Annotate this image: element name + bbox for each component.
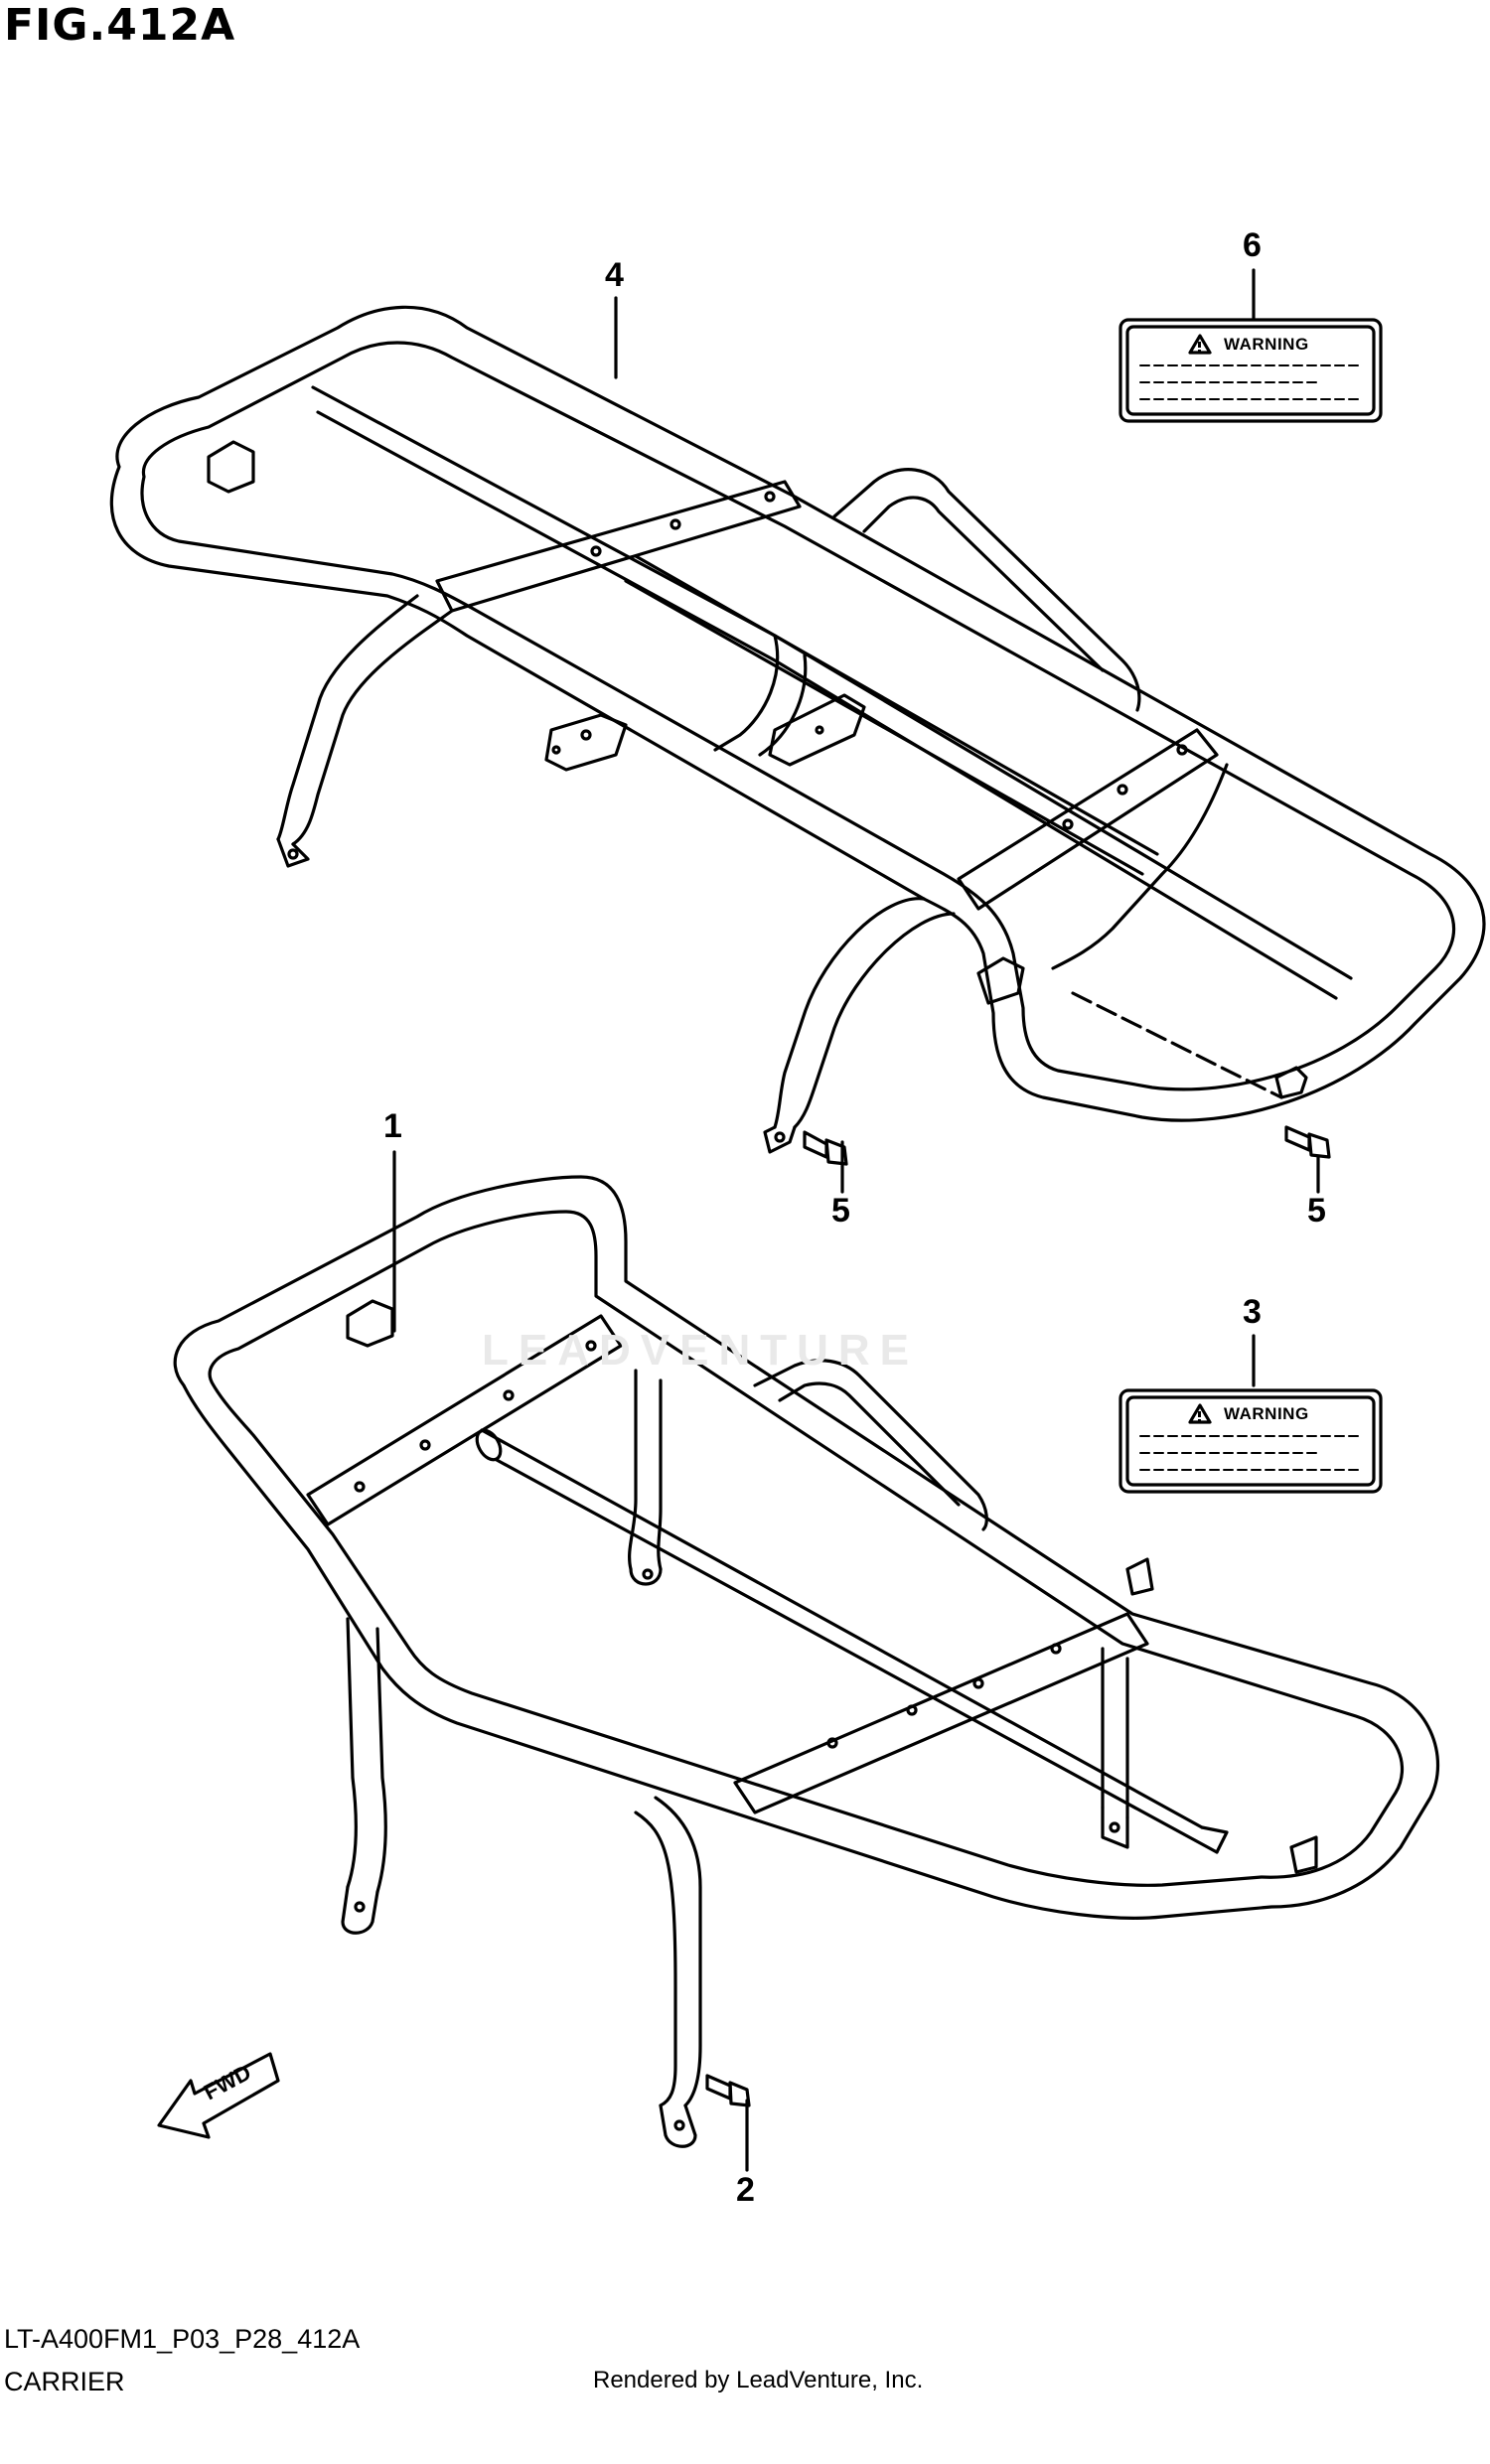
warning-label-6-text: WARNING	[1224, 335, 1309, 354]
section-name: CARRIER	[4, 2367, 125, 2396]
model-code: LT-A400FM1_P03_P28_412A	[4, 2324, 361, 2354]
bolt-part-5-right	[1284, 1125, 1331, 1194]
front-carrier-part-1	[173, 1175, 1439, 2148]
callout-5-right: 5	[1307, 1192, 1326, 1230]
callout-4: 4	[605, 256, 624, 294]
render-credit: Rendered by LeadVenture, Inc.	[593, 2367, 924, 2393]
warning-label-part-6	[1118, 318, 1383, 423]
callout-6: 6	[1243, 226, 1262, 264]
warning-label-3-text: WARNING	[1224, 1404, 1309, 1423]
figure-title: FIG.412A	[4, 0, 236, 51]
bolt-part-2	[705, 2074, 751, 2107]
callout-2: 2	[736, 2171, 755, 2209]
bolt-part-5-left	[803, 1130, 848, 1166]
callout-5-left: 5	[831, 1192, 850, 1230]
rear-carrier-part-4	[109, 305, 1486, 1154]
leader-5-right	[1071, 991, 1283, 1099]
warning-label-part-3	[1118, 1388, 1383, 1494]
fwd-direction-arrow	[157, 2052, 280, 2139]
callout-3: 3	[1243, 1293, 1262, 1331]
watermark: LEADVENTURE	[482, 1326, 920, 1375]
callout-1: 1	[383, 1107, 402, 1145]
